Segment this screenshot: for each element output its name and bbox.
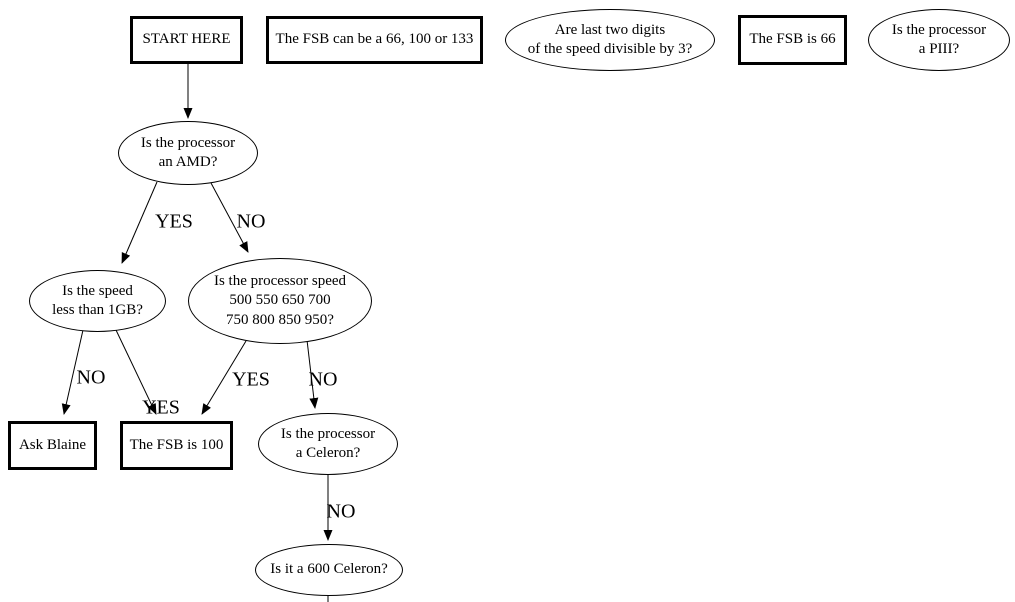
node-speed-1gb-label: Is the speed less than 1GB?	[52, 282, 143, 318]
node-ask-blaine-label: Ask Blaine	[18, 436, 87, 453]
node-proc-speed-label: Is the processor speed 500 550 650 700 7…	[213, 273, 347, 328]
edge-label-speed-yes: YES	[142, 396, 180, 419]
node-start-here: START HERE	[130, 16, 243, 64]
node-fsb-options-label: The FSB can be a 66, 100 or 133	[275, 31, 474, 48]
node-celeron-600: Is it a 600 Celeron?	[255, 544, 403, 596]
node-piii: Is the processor a PIII?	[868, 9, 1010, 71]
node-speed-1gb: Is the speed less than 1GB?	[29, 270, 166, 332]
node-fsb-100: The FSB is 100	[120, 421, 233, 470]
node-fsb-66: The FSB is 66	[738, 15, 847, 65]
node-fsb-options: The FSB can be a 66, 100 or 133	[266, 16, 483, 64]
node-divisible-by-3: Are last two digits of the speed divisib…	[505, 9, 715, 71]
node-amd: Is the processor an AMD?	[118, 121, 258, 185]
edge-label-speed-no: NO	[76, 366, 106, 389]
node-celeron-600-label: Is it a 600 Celeron?	[270, 561, 388, 578]
node-divisible-by-3-label: Are last two digits of the speed divisib…	[527, 21, 693, 57]
node-fsb-66-label: The FSB is 66	[749, 31, 836, 48]
node-fsb-100-label: The FSB is 100	[129, 436, 224, 453]
node-proc-speed: Is the processor speed 500 550 650 700 7…	[188, 258, 372, 344]
edge-label-proc-yes: YES	[232, 368, 270, 391]
edge-label-celeron-no: NO	[326, 500, 356, 523]
edge-label-amd-yes: YES	[155, 210, 193, 233]
node-celeron-label: Is the processor a Celeron?	[280, 425, 376, 461]
node-ask-blaine: Ask Blaine	[8, 421, 97, 470]
node-piii-label: Is the processor a PIII?	[891, 21, 987, 57]
edge-amd-yes-to-speed1gb	[121, 181, 158, 264]
node-celeron: Is the processor a Celeron?	[258, 413, 398, 475]
node-start-here-label: START HERE	[142, 31, 231, 48]
edge-label-amd-no: NO	[236, 210, 266, 233]
node-amd-label: Is the processor an AMD?	[140, 134, 236, 170]
edge-label-proc-no: NO	[308, 368, 338, 391]
